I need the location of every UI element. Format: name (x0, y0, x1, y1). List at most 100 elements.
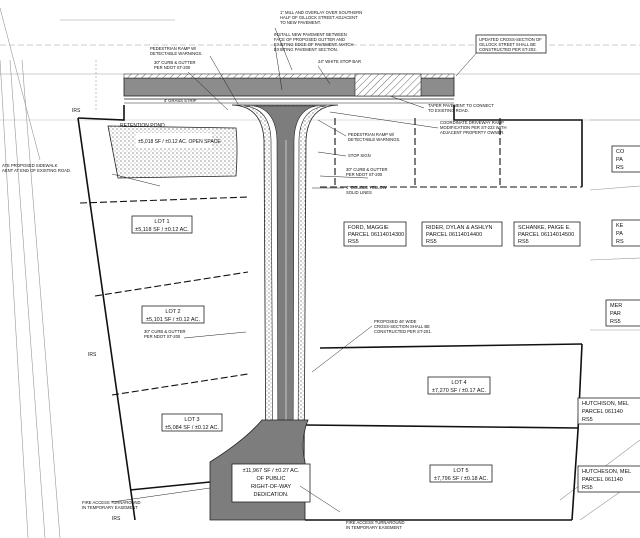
lot-3-area: ±5,084 SF / ±0.12 AC. (165, 425, 220, 431)
install-pavement-4: EXISTING PAVEMENT SECTION. (274, 47, 338, 52)
double-yellow-2: SOLID LINES (346, 190, 372, 195)
mill-overlay-3: TO NEW PAVEMENT. (280, 20, 321, 25)
ped-ramp-left-1: PEDESTRIAN RAMP W/ (150, 46, 197, 51)
curb-gutter-right-1: 30" CURB & GUTTER (346, 167, 388, 172)
parcel-ford-zone: RS5 (348, 239, 359, 245)
edge-parcel-4-line-1: HUTCHISON, MEL (582, 401, 629, 407)
ped-ramp-right-2: DETECTABLE WARNINGS. (348, 137, 400, 142)
double-yellow-1: 4" DOUBLE YELLOW (346, 185, 387, 190)
lot-1-label: LOT 1 ±5,118 SF / ±0.12 AC. (131, 215, 193, 234)
edge-parcel-3-line-1: MER (610, 303, 622, 309)
lot-4-name: LOT 4 (451, 380, 466, 386)
taper-2: TO EXISTING ROAD. (428, 108, 469, 113)
irs-marker-1: IRS (72, 108, 81, 114)
lot-2-area: ±5,101 SF / ±0.12 AC. (146, 317, 201, 323)
parcel-ford: FORD, MAGGIE PARCEL 06114014300 RS5 (343, 221, 407, 247)
white-stop-bar: 24" WHITE STOP BAR (318, 59, 361, 64)
dedication-line-3: RIGHT-OF-WAY (251, 484, 291, 490)
site-boundary (77, 105, 583, 521)
edge-parcel-4-line-3: RS5 (582, 417, 593, 423)
curb-gutter-mid-2: PER NDOT ST-200 (144, 334, 181, 339)
parcel-schanke: SCHANKE, PAIGE E. PARCEL 06114014500 RS5 (513, 221, 581, 247)
install-pavement-1: INSTALL NEW PAVEMENT BETWEEN (274, 32, 347, 37)
dedication-line-1: ±11,967 SF / ±0.27 AC. (243, 468, 300, 474)
lot-1-name: LOT 1 (154, 219, 169, 225)
taper-1: TAPER PAVEMENT TO CONNECT (428, 103, 494, 108)
edge-parcel-1-line-1: CO (616, 149, 625, 155)
fire-left-1: FIRE ACCESS TURNAROUND (82, 500, 141, 505)
lot-3-label: LOT 3 ±5,084 SF / ±0.12 AC. (161, 413, 223, 432)
install-pavement-3: EXISTING EDGE OF PAVEMENT. MATCH (274, 42, 354, 47)
edge-parcel-3: MER PAR RS5 (605, 299, 640, 327)
cross-section-1: PROPOSED 46' WIDE (374, 319, 417, 324)
edge-parcel-2-line-1: KE (616, 223, 624, 229)
edge-parcel-1: CO PA RS (611, 145, 640, 173)
edge-parcel-5-line-1: HUTCHESON, MEL (582, 469, 631, 475)
lot-2-name: LOT 2 (165, 309, 180, 315)
retention-pond-title: RETENTION POND (120, 123, 165, 129)
parcel-rider-zone: RS5 (426, 239, 437, 245)
lot-lines (79, 118, 582, 396)
parcel-rider: RIDER, DYLAN & ASHLYN PARCEL 06114014400… (421, 221, 503, 247)
fire-bottom-2: IN TEMPORARY EASEMENT (346, 525, 402, 530)
parcel-schanke-zone: RS5 (518, 239, 529, 245)
driveway-ramp-1: COORDINATE DRIVEWAY RAMP (440, 120, 504, 125)
install-pavement-2: FACE OF PROPOSED GUTTER AND (274, 37, 345, 42)
updated-cross-section-1: UPDATED CROSS-SECTION OF (479, 37, 542, 42)
dedication-line-2: OF PUBLIC (256, 476, 285, 482)
mill-overlay-2: HALF OF GILLOCK STREET ADJACENT (280, 15, 358, 20)
edge-parcel-2-line-3: RS (616, 239, 624, 245)
ped-ramp-right-1: PEDESTRIAN RAMP W/ (348, 132, 395, 137)
callouts: 1" MILL AND OVERLAY OVER SOUTHERN HALF O… (2, 10, 547, 530)
edge-parcel-3-line-3: RS5 (610, 319, 621, 325)
edge-parcel-2-line-2: PA (616, 231, 623, 237)
grass-strip: 4' GRASS STRIP (164, 98, 197, 103)
edge-parcel-5: HUTCHESON, MEL PARCEL 061140 RS5 (577, 465, 640, 493)
driveway-ramp-3: ADJACENT PROPERTY OWNER. (440, 130, 504, 135)
lot-5-name: LOT 5 (453, 468, 468, 474)
lot-4-label: LOT 4 ±7,270 SF / ±0.17 AC. (427, 376, 491, 395)
gillock-street-widening (123, 73, 455, 104)
lot-1-area: ±5,118 SF / ±0.12 AC. (135, 227, 189, 233)
driveway-ramp-2: MODIFICATION PER ST-223 WITH (440, 125, 506, 130)
stop-sign: STOP SIGN (348, 153, 371, 158)
updated-cross-section-2: GILLOCK STREET SHALL BE (479, 42, 536, 47)
lot-3-name: LOT 3 (184, 417, 199, 423)
proposed-sidewalk-2: AENT AT END OF EXISTING ROAD. (2, 168, 71, 173)
parcel-rider-owner: RIDER, DYLAN & ASHLYN (426, 225, 493, 231)
ped-ramp-left-2: DETECTABLE WARNINGS. (150, 51, 202, 56)
fire-left-2: IN TEMPORARY EASEMENT (82, 505, 138, 510)
cross-section-2: CROSS-SECTION SHALL BE (374, 324, 430, 329)
edge-parcel-2: KE PA RS (611, 219, 640, 247)
curb-gutter-top-2: PER NDOT ST-200 (154, 65, 191, 70)
parcel-rider-number: PARCEL 06114014400 (426, 232, 482, 238)
lot-5-area: ±7,796 SF / ±0.18 AC. (434, 476, 489, 482)
edge-parcel-5-line-3: RS5 (582, 485, 593, 491)
parcel-ford-number: PARCEL 06114014300 (348, 232, 404, 238)
cross-section-3: CONSTRUCTED PER ST-201. (374, 329, 432, 334)
updated-cross-section-3: CONSTRUCTED PER ST-202. (479, 47, 537, 52)
parcel-schanke-owner: SCHANKE, PAIGE E. (518, 225, 571, 231)
callout-leaders (111, 27, 489, 513)
curb-gutter-top-1: 30" CURB & GUTTER (154, 60, 196, 65)
lot-4-area: ±7,270 SF / ±0.17 AC. (432, 388, 487, 394)
mill-overlay-1: 1" MILL AND OVERLAY OVER SOUTHERN (280, 10, 362, 15)
lot-2-label: LOT 2 ±5,101 SF / ±0.12 AC. (141, 305, 205, 324)
retention-pond: RETENTION POND ±5,018 SF / ±0.12 AC. OPE… (107, 123, 238, 179)
edge-parcel-4: HUTCHISON, MEL PARCEL 061140 RS5 (577, 397, 640, 425)
edge-parcel-3-line-2: PAR (610, 311, 621, 317)
proposed-sidewalk-1: ATE PROPOSED SIDEWALK (2, 163, 58, 168)
retention-pond-area: ±5,018 SF / ±0.12 AC. OPEN SPACE (138, 139, 221, 145)
parcel-schanke-number: PARCEL 06114014500 (518, 232, 574, 238)
parcel-ford-owner: FORD, MAGGIE (348, 225, 389, 231)
lot-5-label: LOT 5 ±7,796 SF / ±0.18 AC. (429, 464, 493, 483)
curb-gutter-right-2: PER NDOT ST-200 (346, 172, 383, 177)
edge-parcel-5-line-2: PARCEL 061140 (582, 477, 623, 483)
edge-parcel-1-line-2: PA (616, 157, 623, 163)
irs-marker-2: IRS (88, 352, 97, 358)
fire-bottom-1: FIRE ACCESS TURNAROUND (346, 520, 405, 525)
irs-marker-3: IRS (112, 516, 121, 522)
row-dedication-label: ±11,967 SF / ±0.27 AC. OF PUBLIC RIGHT-O… (231, 463, 311, 503)
curb-gutter-mid-1: 30" CURB & GUTTER (144, 329, 186, 334)
